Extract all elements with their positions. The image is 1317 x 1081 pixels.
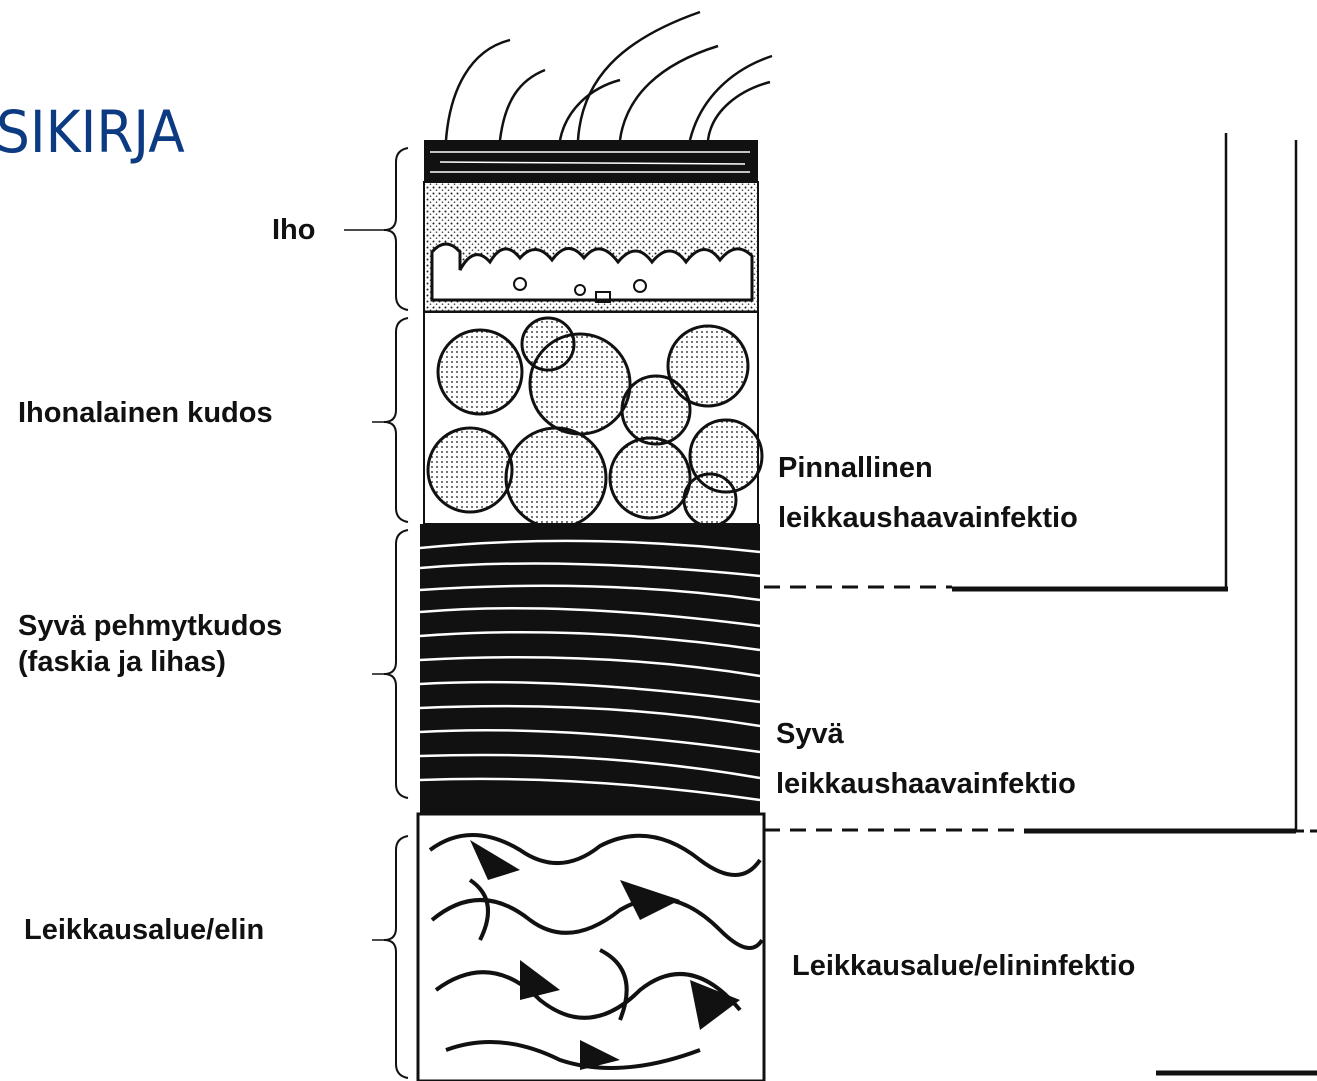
deep-boundary — [764, 140, 1317, 832]
superficial-boundary — [764, 133, 1228, 590]
tissue-column — [418, 140, 764, 1081]
epidermis-layer — [424, 140, 758, 182]
hair-strands — [446, 12, 772, 140]
layer-braces — [384, 148, 408, 1078]
